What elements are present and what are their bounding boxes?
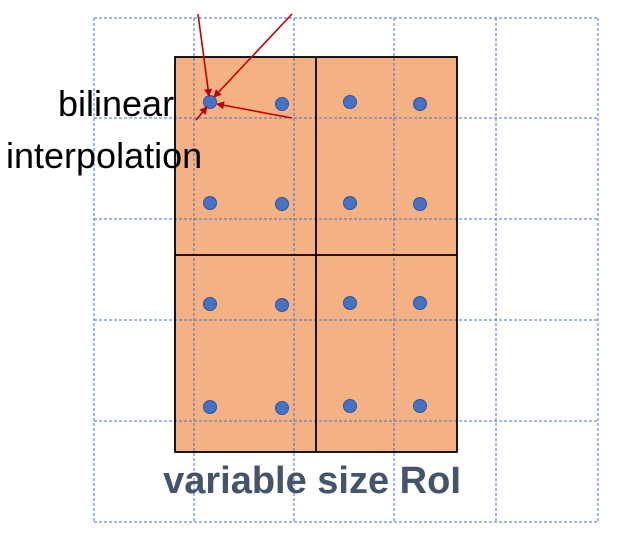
sample-point [343, 196, 357, 210]
arrow-from-top-right [213, 13, 293, 98]
sample-point [275, 97, 289, 111]
sample-point [413, 399, 427, 413]
sample-point [203, 297, 217, 311]
label-bilinear: bilinear [58, 83, 174, 124]
sample-point [343, 95, 357, 109]
interpolation-arrows [195, 13, 293, 121]
caption-variable-size-roi: variable size RoI [163, 460, 461, 502]
arrow-from-right [216, 101, 293, 119]
arrow-from-bottom-left [195, 106, 208, 121]
sample-point [203, 400, 217, 414]
sample-point [275, 298, 289, 312]
roi-bins [174, 56, 458, 453]
sample-points [203, 95, 427, 415]
label-interpolation: interpolation [6, 135, 202, 176]
feature-map-grid [93, 17, 599, 523]
sample-point [275, 197, 289, 211]
sample-point [343, 399, 357, 413]
sample-point [413, 197, 427, 211]
sample-point [203, 196, 217, 210]
sample-point [413, 296, 427, 310]
sample-point [413, 97, 427, 111]
sample-point [343, 296, 357, 310]
arrow-from-top-left [197, 13, 213, 97]
sample-point [275, 401, 289, 415]
